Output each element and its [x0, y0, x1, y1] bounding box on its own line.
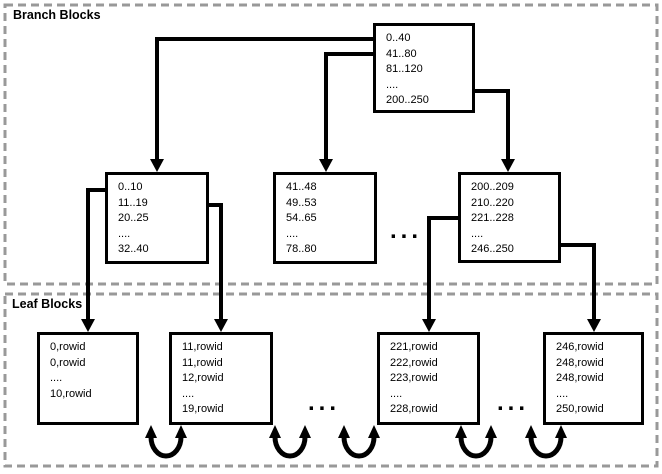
leaf-section-dashed-border: [3, 292, 659, 468]
leaf-link-arc-2: [269, 425, 311, 459]
connector-root-to-branch1: [150, 37, 375, 172]
block-line: 0,rowid: [50, 356, 86, 369]
block-line: 41..80: [386, 47, 417, 60]
block-line: 250,rowid: [556, 403, 604, 415]
leaf-block-4: 246,rowid 248,rowid 248,rowid .... 250,r…: [543, 332, 644, 425]
block-line: 20..25: [118, 212, 149, 224]
block-line: 19,rowid: [182, 403, 224, 415]
leaf-link-arc-4: [455, 425, 497, 459]
block-line: 78..80: [286, 243, 317, 255]
connector-branch1-to-leaf2: [207, 203, 228, 332]
connector-root-to-branch2: [319, 52, 375, 172]
block-line: 248,rowid: [556, 356, 604, 369]
block-line: ....: [556, 387, 569, 400]
block-line: 0,rowid: [50, 341, 86, 353]
block-line: 246,rowid: [556, 341, 604, 353]
block-line: ....: [386, 78, 399, 91]
leaf-link-arc-5: [525, 425, 567, 459]
connector-branch3-to-leaf3: [422, 216, 460, 332]
block-line: 222,rowid: [390, 356, 438, 369]
block-line: 54..65: [286, 212, 317, 224]
block-line: 11,rowid: [182, 356, 223, 369]
leaf-link-arc-1: [145, 425, 187, 459]
connector-root-to-branch3: [473, 89, 515, 172]
leaf-link-arc-3: [338, 425, 380, 459]
block-line: ....: [286, 227, 299, 240]
block-line: 81..120: [386, 63, 423, 75]
branch-section-dashed-border: [3, 3, 659, 286]
block-line: ....: [50, 372, 63, 384]
block-line: 41..48: [286, 181, 317, 193]
block-line: 200..250: [386, 94, 429, 106]
leaf-block-3: 221,rowid 222,rowid 223,rowid .... 228,r…: [377, 332, 480, 425]
block-line: 49..53: [286, 196, 317, 209]
leaf-block-1: 0,rowid 0,rowid .... 10,rowid: [37, 332, 139, 425]
root-branch-block: 0..40 41..80 81..120 .... 200..250: [373, 23, 475, 113]
connector-branch1-to-leaf1: [81, 188, 107, 332]
block-line: 221..228: [471, 212, 514, 224]
branch-block-2: 41..48 49..53 54..65 .... 78..80: [273, 172, 377, 264]
block-line: 228,rowid: [390, 403, 438, 415]
block-line: ....: [390, 387, 403, 400]
block-line: 210..220: [471, 196, 514, 209]
block-line: 221,rowid: [390, 341, 438, 353]
block-line: 0..10: [118, 181, 143, 193]
block-line: 200..209: [471, 181, 514, 193]
block-line: 11..19: [118, 196, 148, 209]
block-line: 32..40: [118, 243, 149, 255]
block-line: 10,rowid: [50, 387, 92, 400]
block-line: 12,rowid: [182, 372, 224, 384]
block-line: ....: [182, 387, 195, 400]
block-line: 11,rowid: [182, 341, 223, 353]
branch-block-3: 200..209 210..220 221..228 .... 246..250: [458, 172, 561, 263]
branch-blocks-label: Branch Blocks: [13, 8, 101, 22]
block-line: 0..40: [386, 32, 411, 44]
block-line: ....: [471, 227, 484, 240]
block-line: 246..250: [471, 243, 514, 255]
connector-branch3-to-leaf4: [559, 243, 601, 332]
leaf-blocks-label: Leaf Blocks: [12, 297, 83, 311]
block-line: ....: [118, 227, 131, 240]
branch-block-1: 0..10 11..19 20..25 .... 32..40: [105, 172, 209, 264]
block-line: 223,rowid: [390, 372, 438, 384]
leaf-block-2: 11,rowid 11,rowid 12,rowid .... 19,rowid: [169, 332, 273, 425]
block-line: 248,rowid: [556, 372, 604, 384]
